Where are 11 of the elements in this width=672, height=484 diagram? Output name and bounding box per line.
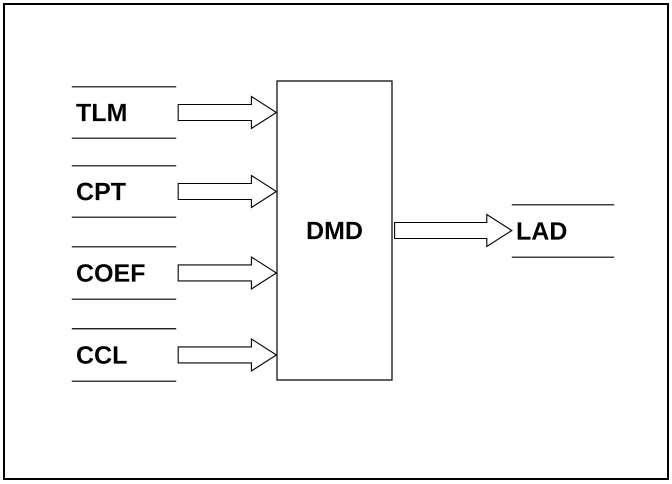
block-arrow: [178, 338, 278, 372]
data-store: TLM: [72, 86, 176, 139]
data-store: COEF: [72, 246, 176, 300]
block-arrow: [394, 213, 513, 248]
block-arrow: [178, 95, 278, 130]
process-box: DMD: [276, 80, 393, 381]
block-arrow: [178, 256, 278, 290]
data-store: LAD: [512, 204, 614, 258]
data-store: CCL: [72, 328, 176, 382]
block-arrow: [178, 174, 278, 208]
data-store: CPT: [72, 165, 176, 218]
